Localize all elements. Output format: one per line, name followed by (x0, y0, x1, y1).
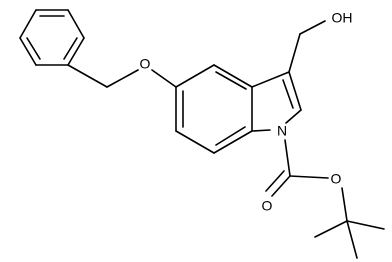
bond (285, 109, 302, 124)
ether-oxygen-label: O (140, 56, 151, 72)
indole-benzene-ring (175, 64, 253, 154)
carbonyl-oxygen-label: O (262, 198, 273, 214)
hydroxyl-label: OH (332, 10, 353, 26)
bond (213, 130, 253, 154)
double-bond (282, 79, 294, 109)
phenyl-ring (19, 9, 85, 66)
bond (19, 9, 37, 39)
bond (271, 175, 291, 197)
bond (175, 64, 215, 88)
bond (106, 69, 139, 88)
double-bond (215, 71, 247, 90)
indole-nitrogen-label: N (277, 123, 287, 139)
bond (346, 220, 385, 230)
double-bond (26, 37, 41, 60)
bond (67, 9, 85, 39)
bond (175, 130, 215, 154)
bond (288, 71, 302, 111)
bond (251, 71, 290, 88)
bond (289, 175, 329, 179)
bond (251, 129, 271, 132)
bond (19, 37, 37, 66)
bond (341, 187, 348, 222)
bond (288, 33, 301, 73)
tert-butyl-group (314, 220, 385, 259)
ester-oxygen-label: O (331, 171, 342, 187)
bond (346, 220, 358, 259)
bond (299, 20, 326, 35)
double-bond (63, 37, 78, 60)
pyrrole-ring (251, 71, 302, 132)
bond (213, 64, 253, 88)
bond (67, 37, 85, 66)
bond (151, 69, 177, 88)
bond (67, 64, 108, 88)
bond (284, 139, 291, 177)
double-bond (215, 126, 246, 146)
bond (314, 220, 348, 238)
double-bond (265, 170, 285, 192)
